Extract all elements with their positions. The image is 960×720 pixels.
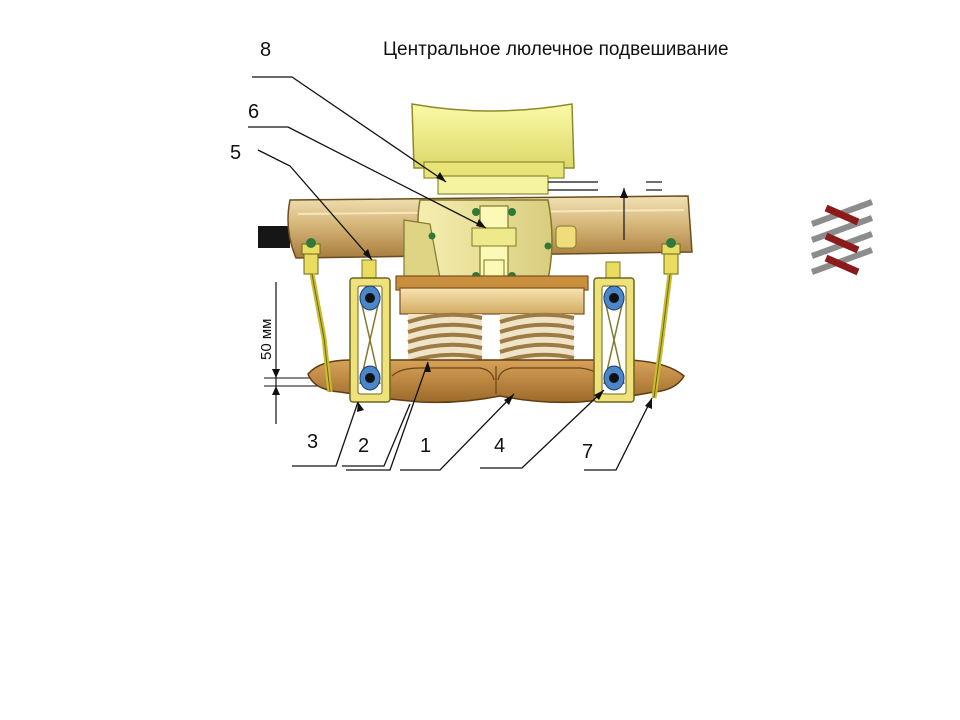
diagram-title: Центральное люлечное подвешивание xyxy=(383,39,729,60)
safety-rod-right xyxy=(651,238,681,399)
spring-plate xyxy=(395,275,589,315)
coil-spring-left xyxy=(407,312,483,366)
dimension-label: 50 мм xyxy=(258,319,275,360)
hanger-link-left xyxy=(349,259,391,403)
callout-1: 1 xyxy=(420,435,431,457)
axle-stub xyxy=(258,226,290,248)
callout-2: 2 xyxy=(358,435,369,457)
callout-7: 7 xyxy=(582,441,593,463)
dimension-marker: 50 мм xyxy=(258,282,330,424)
safety-rod-left xyxy=(301,238,333,393)
upper-body-support xyxy=(411,103,662,240)
callout-5: 5 xyxy=(230,142,241,164)
coil-spring-right xyxy=(499,312,575,366)
leader-lines xyxy=(248,76,653,471)
hatch-icon xyxy=(810,199,874,276)
callout-6: 6 xyxy=(248,101,259,123)
callout-4: 4 xyxy=(494,435,505,457)
hanger-link-right xyxy=(593,261,635,403)
callout-3: 3 xyxy=(307,431,318,453)
pivot-housing xyxy=(403,199,577,283)
callout-8: 8 xyxy=(260,39,271,61)
